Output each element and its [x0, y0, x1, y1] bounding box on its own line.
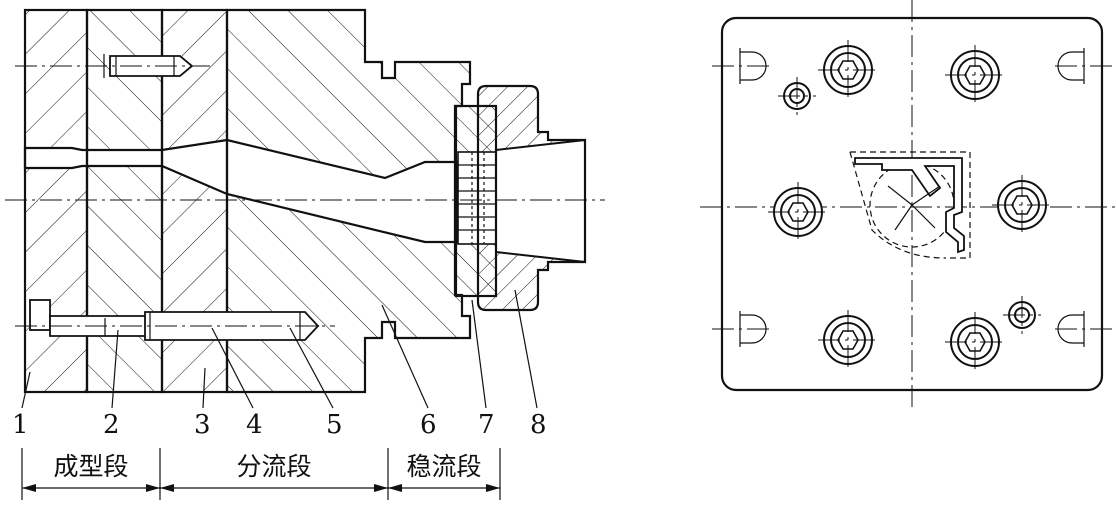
mounting-notch-bottom-right	[1055, 311, 1114, 347]
socket-screw-mid-left	[768, 182, 828, 242]
section-label-diverging: 分流段	[236, 452, 311, 481]
socket-screw-bottom-right	[945, 312, 1005, 372]
section-label-stabilizing: 稳流段	[406, 452, 481, 481]
socket-screw-bottom-left	[818, 310, 878, 370]
pin-top	[103, 54, 194, 78]
dowel-pin-top-left	[778, 77, 816, 115]
front-view	[700, 0, 1116, 410]
socket-screw-top-right	[945, 45, 1005, 105]
part-number-8: 8	[530, 410, 547, 440]
mounting-notch-bottom-left	[712, 311, 772, 347]
section-view	[5, 8, 605, 394]
flange-bore	[495, 138, 586, 264]
part-number-6: 6	[420, 410, 437, 440]
part-number-7: 7	[478, 410, 495, 440]
leader-lines	[21, 289, 538, 409]
dowel-pin-bottom-right	[1003, 296, 1041, 334]
profile-die-opening	[849, 151, 971, 259]
part-number-2: 2	[103, 410, 120, 440]
mounting-notch-top-left	[712, 48, 772, 84]
part-number-5: 5	[326, 410, 343, 440]
part-number-4: 4	[246, 410, 263, 440]
section-label-forming: 成型段	[53, 452, 128, 481]
section-dimension: 成型段 分流段 稳流段	[21, 448, 501, 500]
socket-screw-mid-right	[992, 175, 1052, 235]
part-number-3: 3	[194, 410, 211, 440]
mounting-notch-top-right	[1055, 48, 1114, 84]
part-number-1: 1	[12, 410, 29, 440]
socket-screw-top-left	[818, 40, 878, 100]
part-number-labels: 1 2 3 4 5 6 7 8	[12, 410, 547, 440]
